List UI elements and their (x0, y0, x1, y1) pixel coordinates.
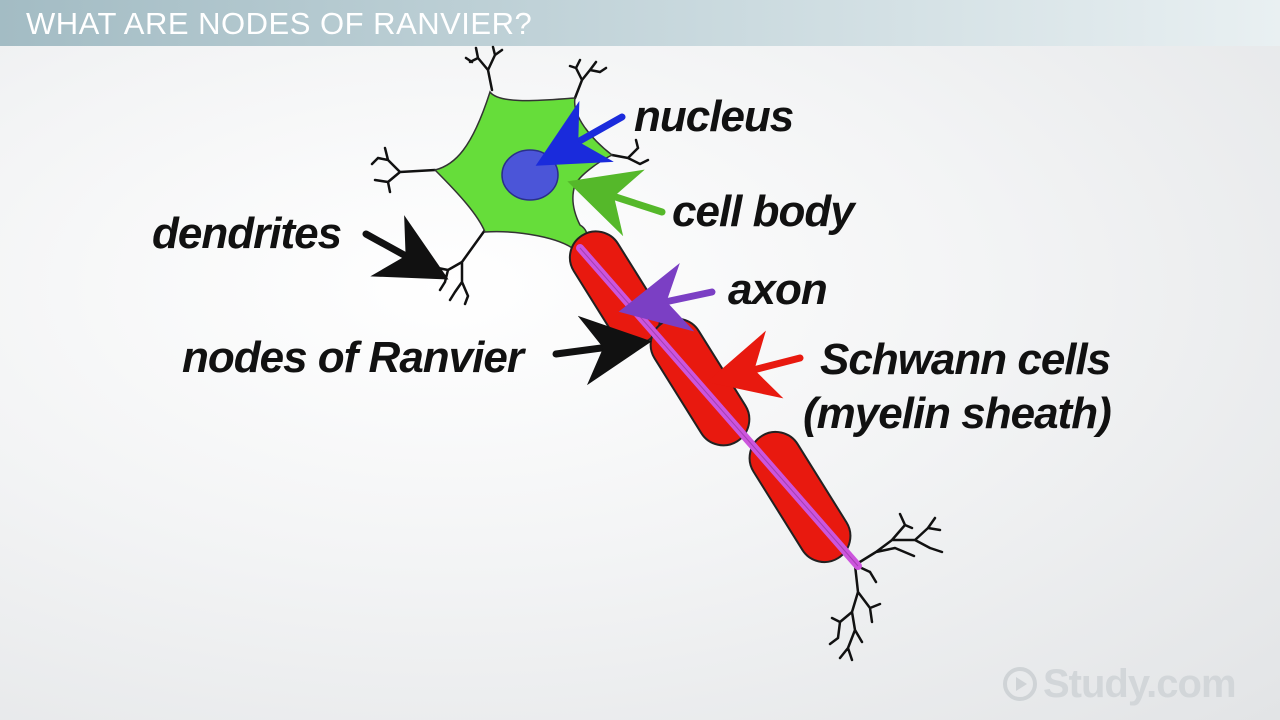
axon-label: axon (728, 265, 828, 314)
schwann-label-line1: Schwann cells (820, 335, 1111, 384)
dendrites-label: dendrites (152, 209, 342, 258)
schwann-label-line2: (myelin sheath) (803, 389, 1112, 438)
dendrites-arrow (362, 215, 449, 280)
schwann-arrow (706, 330, 804, 399)
study-logo: Study.com (1003, 661, 1237, 706)
cell-body-arrow (567, 169, 666, 237)
dendrite-right (610, 138, 650, 166)
dendrite-left (370, 146, 437, 194)
nucleus (501, 149, 559, 201)
axon-arrow (618, 263, 716, 332)
dendrite-bottom-left (428, 228, 487, 306)
play-circle-icon (1003, 667, 1037, 701)
dendrite-top (464, 45, 504, 92)
arrows-group (362, 100, 804, 399)
nucleus-label: nucleus (634, 92, 794, 141)
title-bar: WHAT ARE NODES OF RANVIER? (0, 0, 1280, 46)
dendrite-top-right (568, 58, 608, 100)
nodes-label: nodes of Ranvier (182, 333, 524, 382)
dendrites-group (370, 45, 944, 662)
page-title: WHAT ARE NODES OF RANVIER? (26, 6, 533, 41)
nucleus-arrow (535, 100, 626, 166)
dendrite-axon-terminal (828, 512, 944, 662)
nodes-arrow (552, 315, 652, 386)
logo-text: Study.com (1043, 661, 1237, 706)
cell-body-label: cell body (672, 187, 855, 236)
